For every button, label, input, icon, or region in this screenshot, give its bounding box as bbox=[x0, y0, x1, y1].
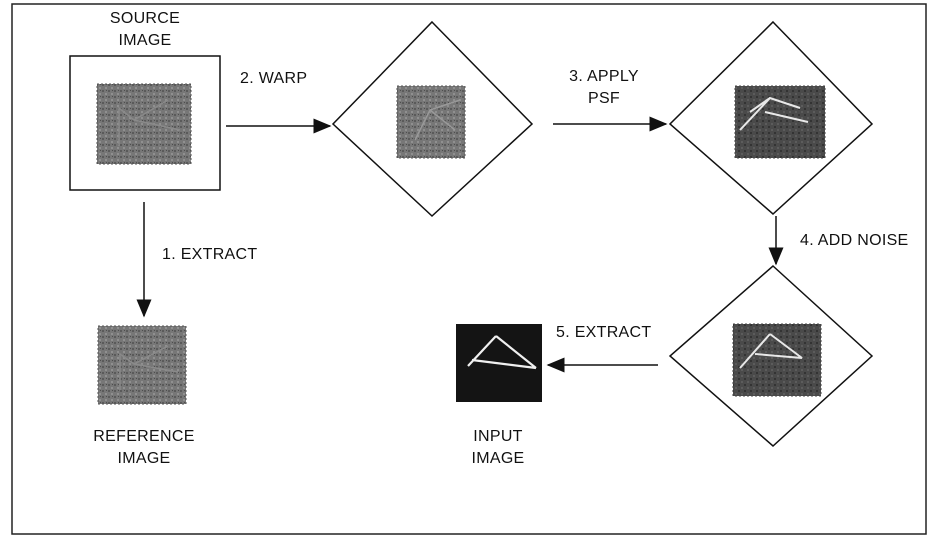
input-label-line1: INPUT bbox=[448, 426, 548, 448]
input-image-tile bbox=[456, 324, 542, 402]
step-extract-input-label: 5. EXTRACT bbox=[556, 322, 651, 344]
psf-image-tile bbox=[735, 86, 825, 158]
step-extract-reference-label: 1. EXTRACT bbox=[162, 244, 257, 266]
reference-label-line2: IMAGE bbox=[74, 448, 214, 470]
step-apply-psf-label: 3. APPLY PSF bbox=[560, 66, 648, 110]
apply-psf-line2: PSF bbox=[560, 88, 648, 110]
step-add-noise-label: 4. ADD NOISE bbox=[800, 230, 909, 252]
step-warp-label: 2. WARP bbox=[240, 68, 307, 90]
noisy-image-tile bbox=[733, 324, 821, 396]
source-label-line2: IMAGE bbox=[90, 30, 200, 52]
source-image-label: SOURCE IMAGE bbox=[90, 8, 200, 52]
warped-image-tile bbox=[397, 86, 465, 158]
source-label-line1: SOURCE bbox=[90, 8, 200, 30]
reference-label-line1: REFERENCE bbox=[74, 426, 214, 448]
input-label-line2: IMAGE bbox=[448, 448, 548, 470]
reference-image-label: REFERENCE IMAGE bbox=[74, 426, 214, 470]
apply-psf-line1: 3. APPLY bbox=[560, 66, 648, 88]
input-image-label: INPUT IMAGE bbox=[448, 426, 548, 470]
source-image-tile bbox=[97, 84, 191, 164]
reference-image-tile bbox=[98, 326, 186, 404]
